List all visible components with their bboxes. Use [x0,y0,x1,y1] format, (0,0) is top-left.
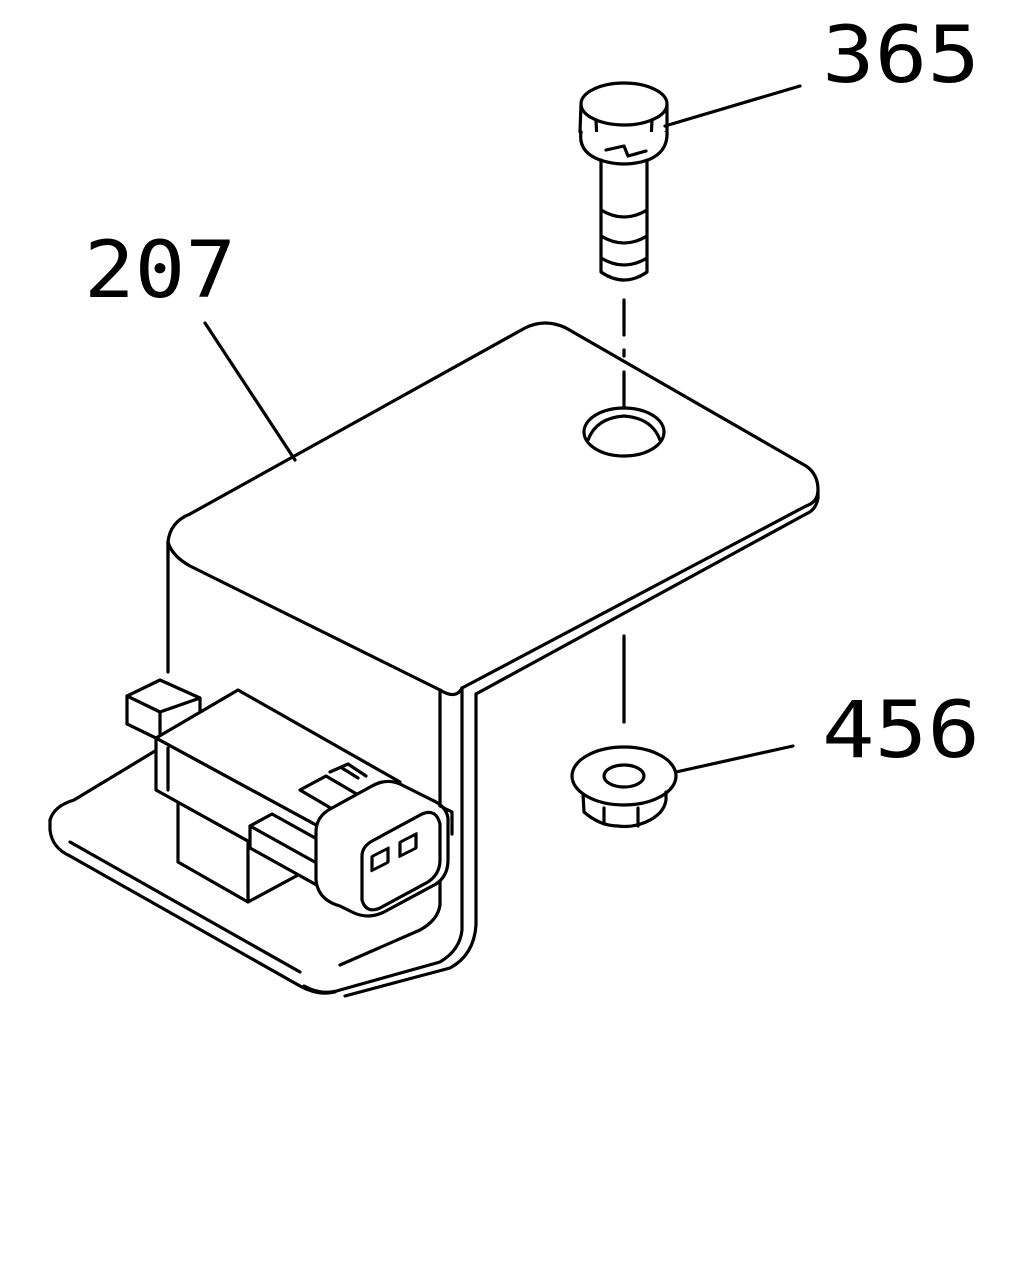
callout-number-456: 456 [822,686,980,776]
bolt-part [578,81,669,282]
leader-line-456 [674,744,795,774]
leader-line-207 [203,321,297,462]
callout-number-365: 365 [822,11,980,101]
bracket-assembly [48,321,820,998]
leader-line-365 [663,84,802,128]
electrical-connector [125,678,454,918]
flange-nut-part [570,745,678,829]
callout-number-207: 207 [84,226,236,316]
